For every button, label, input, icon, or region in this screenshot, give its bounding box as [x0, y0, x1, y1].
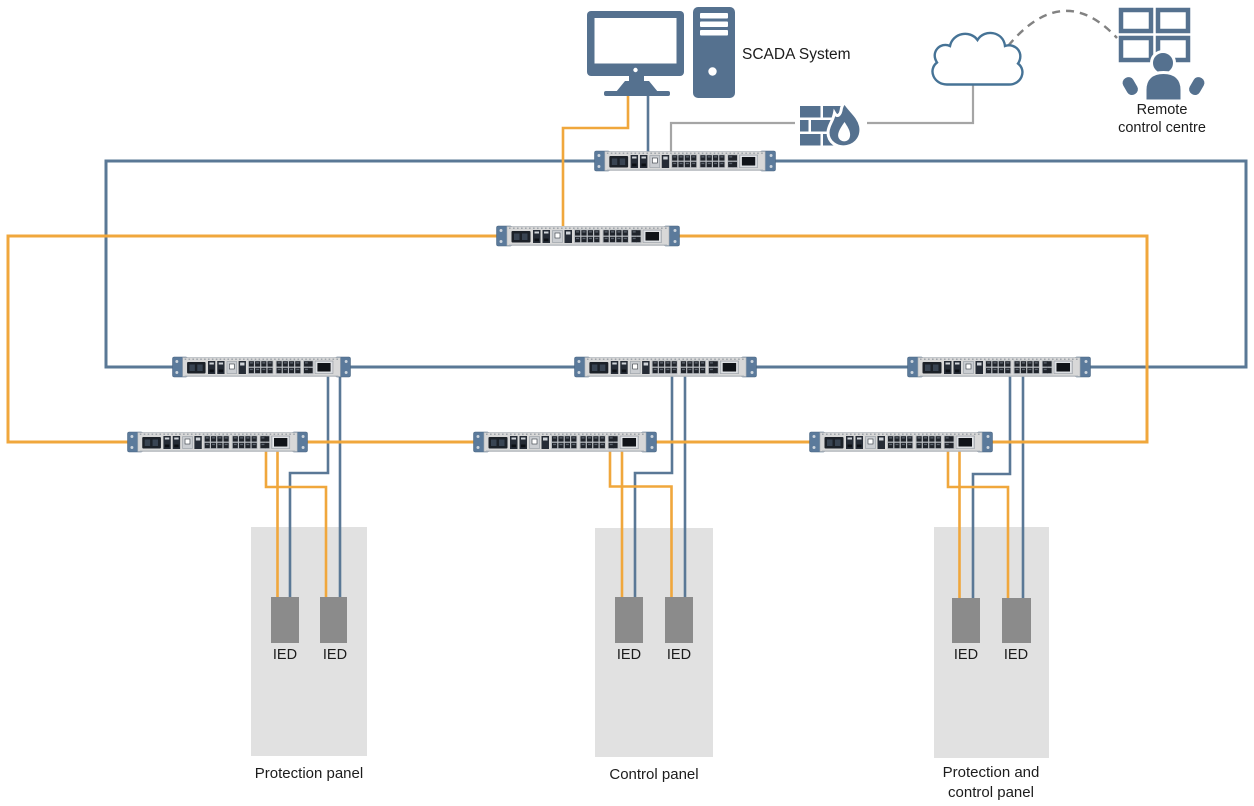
scada-system-label: SCADA System [742, 46, 851, 63]
ied-box [271, 597, 299, 643]
ied-boxes [271, 597, 1031, 643]
orange-cable-p3-ied2 [946, 449, 1010, 600]
ied-label: IED [666, 647, 692, 663]
orange-cables [264, 90, 1010, 600]
orange-cable-p1-ied2 [264, 449, 328, 599]
remote-centre-label-line1: Remote [1136, 102, 1188, 118]
ied-box [615, 597, 643, 643]
blue-cable-p3-ied1 [971, 372, 1012, 600]
tower-pc-icon [693, 7, 735, 98]
panel-label-control: Control panel [609, 766, 699, 783]
ied-label: IED [272, 647, 298, 663]
wireless-link [1007, 9, 1118, 47]
core-switch [594, 150, 776, 172]
ied-box [320, 597, 347, 643]
ied-label: IED [953, 647, 979, 663]
monitor-wall-screen [1155, 7, 1191, 34]
bay-switch-1 [127, 431, 308, 453]
blue-ring [104, 159, 1248, 369]
panel-label-protection: Protection panel [254, 765, 364, 782]
orange-cable-p2-ied2 [608, 449, 673, 599]
ied-label: IED [1003, 647, 1029, 663]
protection-and-control-panel-box [934, 527, 1049, 758]
ied-box [665, 597, 693, 643]
remote-centre-label-line2: control centre [1118, 120, 1206, 136]
monitor-wall-screen [1118, 35, 1154, 63]
scada-to-distribution-switch-cable [561, 90, 630, 226]
distribution-switch [496, 225, 680, 247]
station-switch-1 [172, 356, 351, 378]
ied-box [952, 598, 980, 643]
protection-panel-box [251, 527, 367, 756]
cloud-to-remote-dashed-link [1007, 9, 1118, 47]
bay-switch-2 [473, 431, 657, 453]
remote-control-centre-icon [1118, 7, 1207, 103]
monitor-wall-screen [1118, 7, 1154, 34]
control-panel-box [595, 528, 713, 757]
blue-cable-p1-ied1 [288, 372, 330, 599]
scada-workstation-icon [587, 7, 735, 98]
remote-centre-label: Remote control centre [1097, 101, 1227, 137]
orange-ring-path [6, 234, 1149, 444]
panel-label-protection-and-control: Protection and control panel [942, 764, 1040, 801]
cloud-icon [931, 31, 1024, 86]
station-switch-3 [907, 356, 1091, 378]
blue-cables [288, 90, 1025, 600]
switches [127, 150, 1091, 453]
ied-label: IED [616, 647, 642, 663]
firewall-icon [795, 100, 867, 151]
ied-box [1002, 598, 1031, 643]
blue-cable-p2-ied1 [633, 372, 674, 599]
blue-ring-path [104, 159, 1248, 369]
station-switch-2 [574, 356, 757, 378]
ied-label: IED [322, 647, 348, 663]
bay-switch-3 [809, 431, 993, 453]
panel-cabinets [251, 527, 1049, 758]
orange-ring [6, 234, 1149, 444]
operator-icon [1120, 50, 1207, 103]
